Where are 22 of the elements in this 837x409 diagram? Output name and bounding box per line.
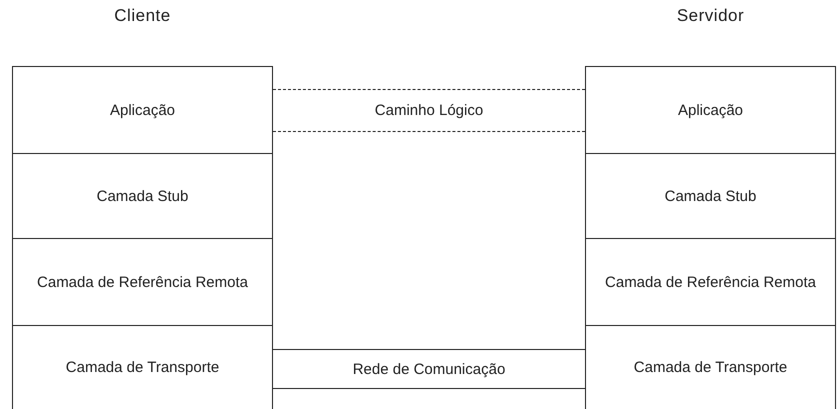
layer-label: Camada de Transporte [66,358,220,378]
layer-label: Camada de Referência Remota [605,272,816,293]
layer-box [585,66,836,154]
layer-label: Aplicação [110,100,176,121]
layer-box [585,153,836,239]
band-label: Rede de Comunicação [352,360,506,378]
layer-label: Camada Stub [96,186,188,207]
layer-box [585,325,836,409]
layer-box [12,153,273,239]
band-label: Caminho Lógico [374,102,484,119]
layer-box [585,238,836,326]
dashed-band [273,89,585,132]
network-band [273,349,585,389]
layer-label: Camada de Transporte [634,358,788,378]
stack-heading: Cliente [113,6,172,26]
stack-heading: Servidor [676,6,746,26]
layer-label: Camada de Referência Remota [37,272,248,293]
layer-box [12,238,273,326]
layer-label: Camada Stub [664,186,756,207]
layer-box [12,325,273,409]
layer-label: Aplicação [678,100,744,121]
layer-box [12,66,273,154]
